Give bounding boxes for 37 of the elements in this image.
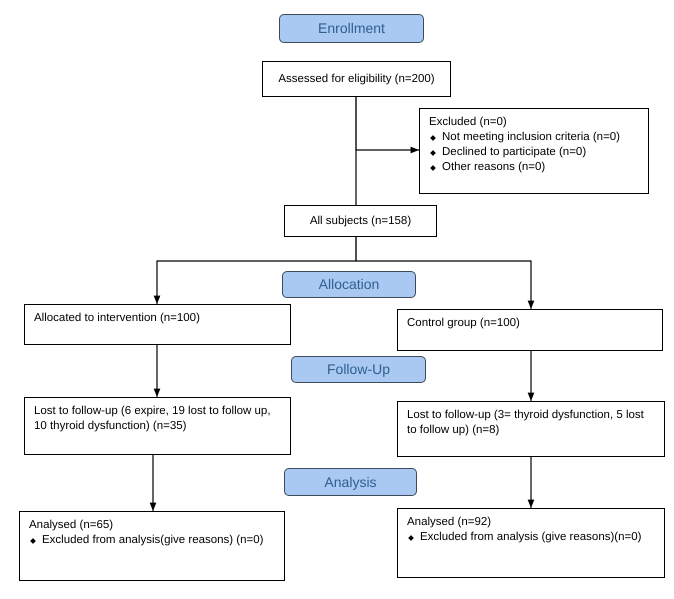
process-box <box>284 205 437 237</box>
process-box <box>397 401 665 457</box>
process-box <box>419 108 649 194</box>
box-text: Follow-Up <box>326 362 390 377</box>
box-heading: Excluded (n=0) <box>429 115 508 130</box>
list-item: Excluded from analysis (give reasons)(n=0) <box>420 530 642 545</box>
box-text: Lost to follow-up (3= thyroid dysfunction, 5 lost to follow up) (n=8) <box>407 408 645 438</box>
arrow <box>355 237 534 309</box>
box-heading: Analysed (n=65) <box>29 518 114 533</box>
box-heading: Analysed (n=92) <box>407 515 492 530</box>
stage-header <box>279 14 424 43</box>
arrow <box>528 351 534 401</box>
box-text: Analysis <box>324 474 377 490</box>
box-text: Enrollment <box>318 21 385 36</box>
list-item: Excluded from analysis(give reasons) (n=0) <box>42 533 264 548</box>
box-text: Allocated to intervention (n=100) <box>34 311 201 326</box>
box-text: Control group (n=100) <box>407 316 521 331</box>
process-box <box>24 304 291 345</box>
process-box <box>397 508 665 578</box>
box-text: All subjects (n=158) <box>310 214 412 228</box>
list-item: Not meeting inclusion criteria (n=0) <box>442 130 620 145</box>
stage-header <box>284 468 417 496</box>
process-box <box>262 61 451 97</box>
box-text: Lost to follow-up (6 expire, 19 lost to follow up, 10 thyroid dysfunction) (n=35) <box>34 404 272 434</box>
process-box <box>24 397 291 455</box>
connector-line <box>355 97 357 205</box>
arrow <box>528 457 534 508</box>
process-box <box>19 511 285 581</box>
list-item: Declined to participate (n=0) <box>442 145 586 160</box>
arrow <box>154 345 160 397</box>
arrow <box>150 455 156 511</box>
list-item: Other reasons (n=0) <box>442 160 546 175</box>
box-text: Assessed for eligibility (n=200) <box>278 72 435 86</box>
box-text: Allocation <box>318 277 380 292</box>
stage-header <box>291 356 426 383</box>
process-box <box>397 309 663 351</box>
stage-header <box>282 271 416 298</box>
